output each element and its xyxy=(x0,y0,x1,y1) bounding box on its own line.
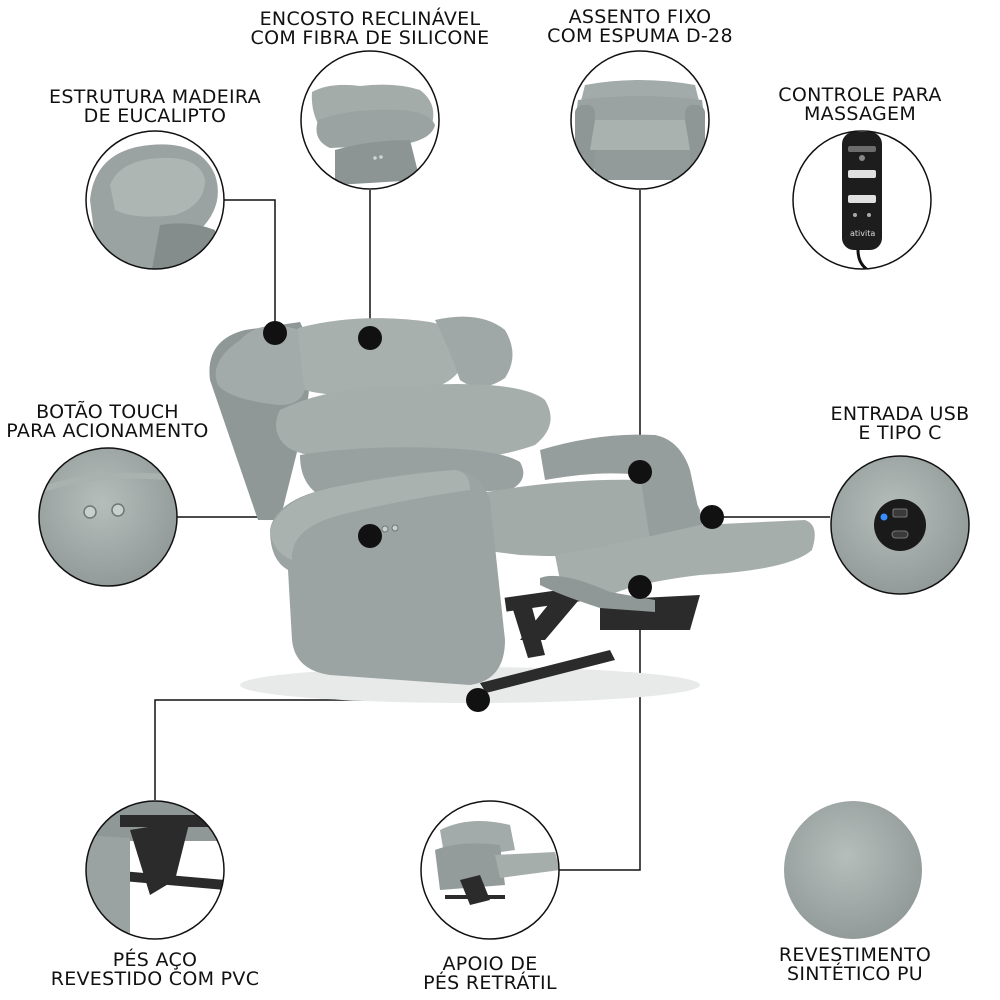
connector-apoio xyxy=(556,590,641,871)
detail-estrutura xyxy=(85,130,225,270)
remote-brand: ativita xyxy=(850,229,875,238)
fabric-swatch xyxy=(784,801,922,939)
detail-assento xyxy=(570,50,710,190)
touch-button-icon xyxy=(111,503,125,517)
remote-control-icon xyxy=(842,132,882,250)
marker-estrutura xyxy=(263,321,287,345)
detail-controle xyxy=(792,130,932,270)
detail-pes xyxy=(85,800,225,940)
recliner-main xyxy=(209,316,815,703)
touch-button-icon xyxy=(83,505,97,519)
marker-botao xyxy=(358,524,382,548)
connector-estrutura xyxy=(222,199,276,333)
marker-pes xyxy=(466,688,490,712)
marker-assento xyxy=(628,460,652,484)
connector-pes xyxy=(154,699,478,800)
marker-usb xyxy=(700,505,724,529)
marker-apoio xyxy=(628,575,652,599)
markers xyxy=(263,321,724,712)
detail-revestimento xyxy=(784,801,922,939)
detail-encosto xyxy=(300,50,440,190)
detail-botao xyxy=(38,447,178,587)
usb-port-icon xyxy=(874,499,926,551)
connector-lines xyxy=(154,190,830,871)
detail-apoio xyxy=(420,800,560,940)
marker-encosto xyxy=(358,326,382,350)
detail-usb xyxy=(830,455,970,595)
